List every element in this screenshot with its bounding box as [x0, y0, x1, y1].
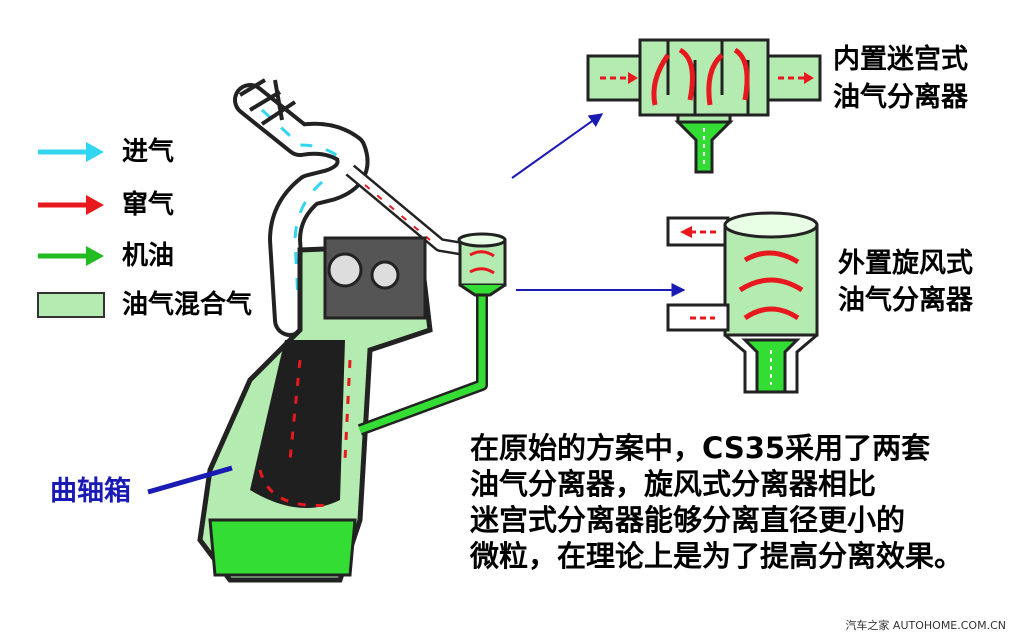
legend-label-blowby: 窜气: [122, 190, 175, 220]
legend-blowby-arrow: [38, 195, 104, 215]
legend-intake-arrow: [38, 142, 104, 162]
crankcase-label: 曲轴箱: [50, 476, 131, 507]
description-text: 在原始的方案中，CS35采用了两套 油气分离器，旋风式分离器相比 迷宫式分离器能…: [470, 430, 1010, 574]
watermark: 汽车之家 AUTOHOME.COM.CN: [845, 619, 1006, 632]
legend-label-oil: 机油: [122, 241, 175, 271]
description-line: 油气分离器，旋风式分离器相比: [470, 467, 877, 501]
cyclone-label-line1: 外置旋风式: [838, 248, 973, 279]
description-line: 在原始的方案中，CS35采用了两套: [470, 431, 931, 465]
legend-oil-arrow: [38, 246, 104, 266]
labyrinth-label-line1: 内置迷宫式: [833, 44, 968, 75]
labyrinth-separator: [586, 38, 822, 174]
oil-return-line: [357, 290, 488, 436]
engine-block: [197, 236, 433, 583]
legend-label-intake: 进气: [122, 137, 175, 167]
legend-label-mixture: 油气混合气: [122, 290, 253, 320]
cyclone-label-line2: 油气分离器: [838, 285, 973, 316]
description-line: 迷宫式分离器能够分离直径更小的: [470, 503, 906, 537]
legend-mixture-swatch: [37, 292, 105, 318]
pointer-arrow-labyrinth: [511, 113, 604, 179]
labyrinth-label-line2: 油气分离器: [833, 82, 968, 113]
pointer-arrow-crankcase: [147, 465, 233, 495]
small-cyclone-separator: [457, 232, 507, 297]
cyclone-separator: [666, 211, 819, 394]
description-line: 微粒，在理论上是为了提高分离效果。: [470, 539, 964, 573]
